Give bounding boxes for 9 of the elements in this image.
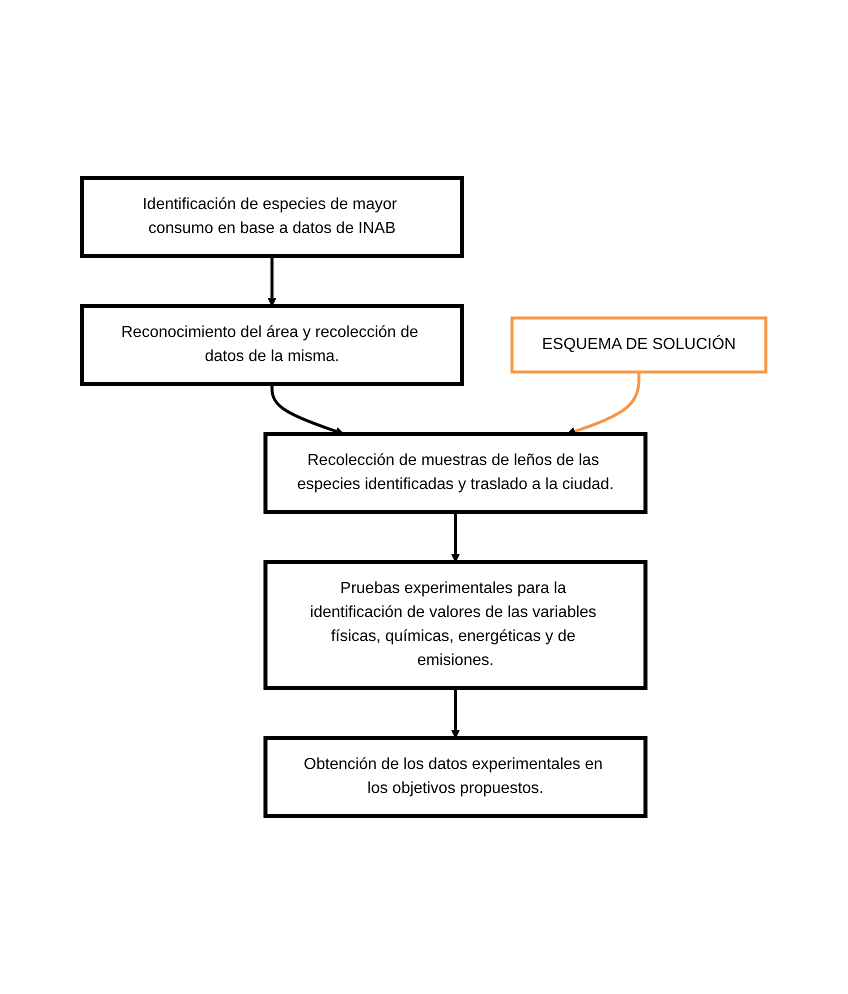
node-box: Recolección de muestras de leños de las especies identificadas y traslado a la ciudad.	[264, 432, 648, 514]
node-box: Obtención de los datos experimentales en los objetivos propuestos.	[264, 736, 648, 818]
node-box: Pruebas experimentales para la identificación de valores de las variables físicas, químicas, energéticas y de emisiones.	[264, 560, 648, 690]
node-box: Reconocimiento del área y recolección de datos de la misma.	[80, 304, 464, 386]
node-box: Identificación de especies de mayor consumo en base a datos de INAB	[80, 176, 464, 258]
arrow	[451, 688, 460, 738]
node-box: ESQUEMA DE SOLUCIÓN	[510, 316, 768, 374]
arrow	[268, 256, 276, 306]
arrow	[451, 512, 460, 562]
